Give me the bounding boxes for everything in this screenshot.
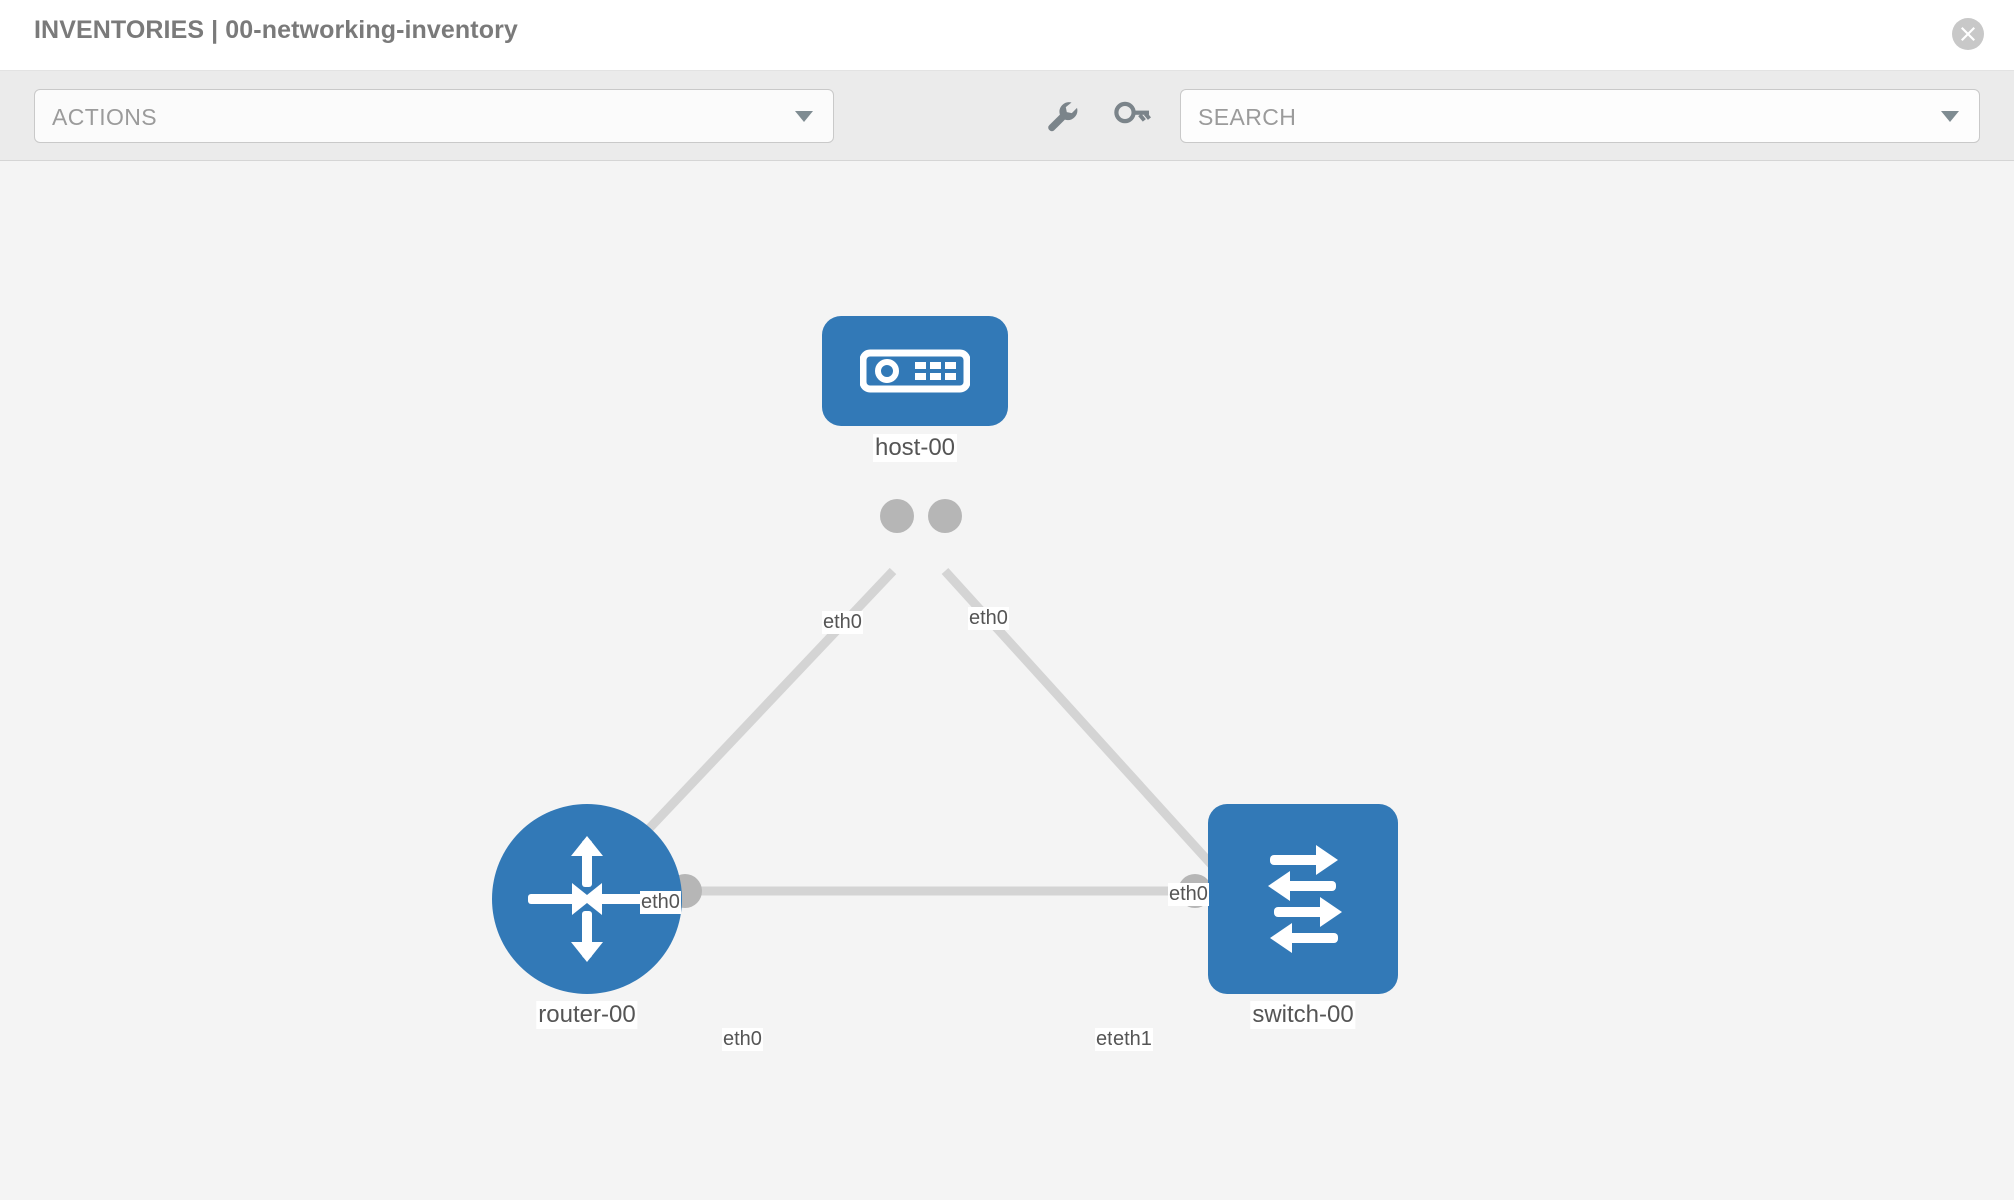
edge-label-host-left: eth0 — [822, 611, 863, 634]
node-host-00[interactable]: host-00 — [822, 316, 1008, 506]
search-input[interactable]: SEARCH — [1180, 89, 1980, 143]
node-label-host-00: host-00 — [872, 434, 958, 462]
close-icon[interactable] — [1952, 18, 1984, 50]
chevron-down-icon — [795, 111, 813, 122]
node-router-00[interactable]: router-00 — [492, 804, 682, 1034]
search-placeholder: SEARCH — [1198, 104, 1297, 130]
page-header: INVENTORIES | 00-networking-inventory — [0, 0, 2014, 71]
node-label-switch-00: switch-00 — [1250, 1001, 1356, 1029]
server-device-icon — [822, 316, 1008, 426]
connector-host-left[interactable] — [880, 499, 914, 533]
chevron-down-icon[interactable] — [1941, 111, 1959, 122]
edge-label-switch-up: eth0 — [1168, 883, 1209, 906]
page-title: INVENTORIES | 00-networking-inventory — [34, 16, 518, 44]
edge-label-router-right: eth0 — [722, 1028, 763, 1051]
node-switch-00[interactable]: switch-00 — [1208, 804, 1398, 1034]
actions-dropdown-label: ACTIONS — [52, 104, 158, 130]
toolbar: ACTIONS SEARCH — [0, 71, 2014, 161]
wrench-icon[interactable] — [1040, 95, 1082, 137]
edge-label-switch-left: eth1 — [1112, 1028, 1153, 1051]
edge-label-router-up: eth0 — [640, 891, 681, 914]
connector-host-right[interactable] — [928, 499, 962, 533]
edge-label-host-right: eth0 — [968, 607, 1009, 630]
topology-canvas[interactable]: host-00 eth0 eth0 — [0, 161, 2014, 1200]
node-label-router-00: router-00 — [536, 1001, 638, 1029]
key-icon[interactable] — [1110, 95, 1152, 137]
actions-dropdown[interactable]: ACTIONS — [34, 89, 834, 143]
switch-arrows-icon — [1208, 804, 1398, 994]
